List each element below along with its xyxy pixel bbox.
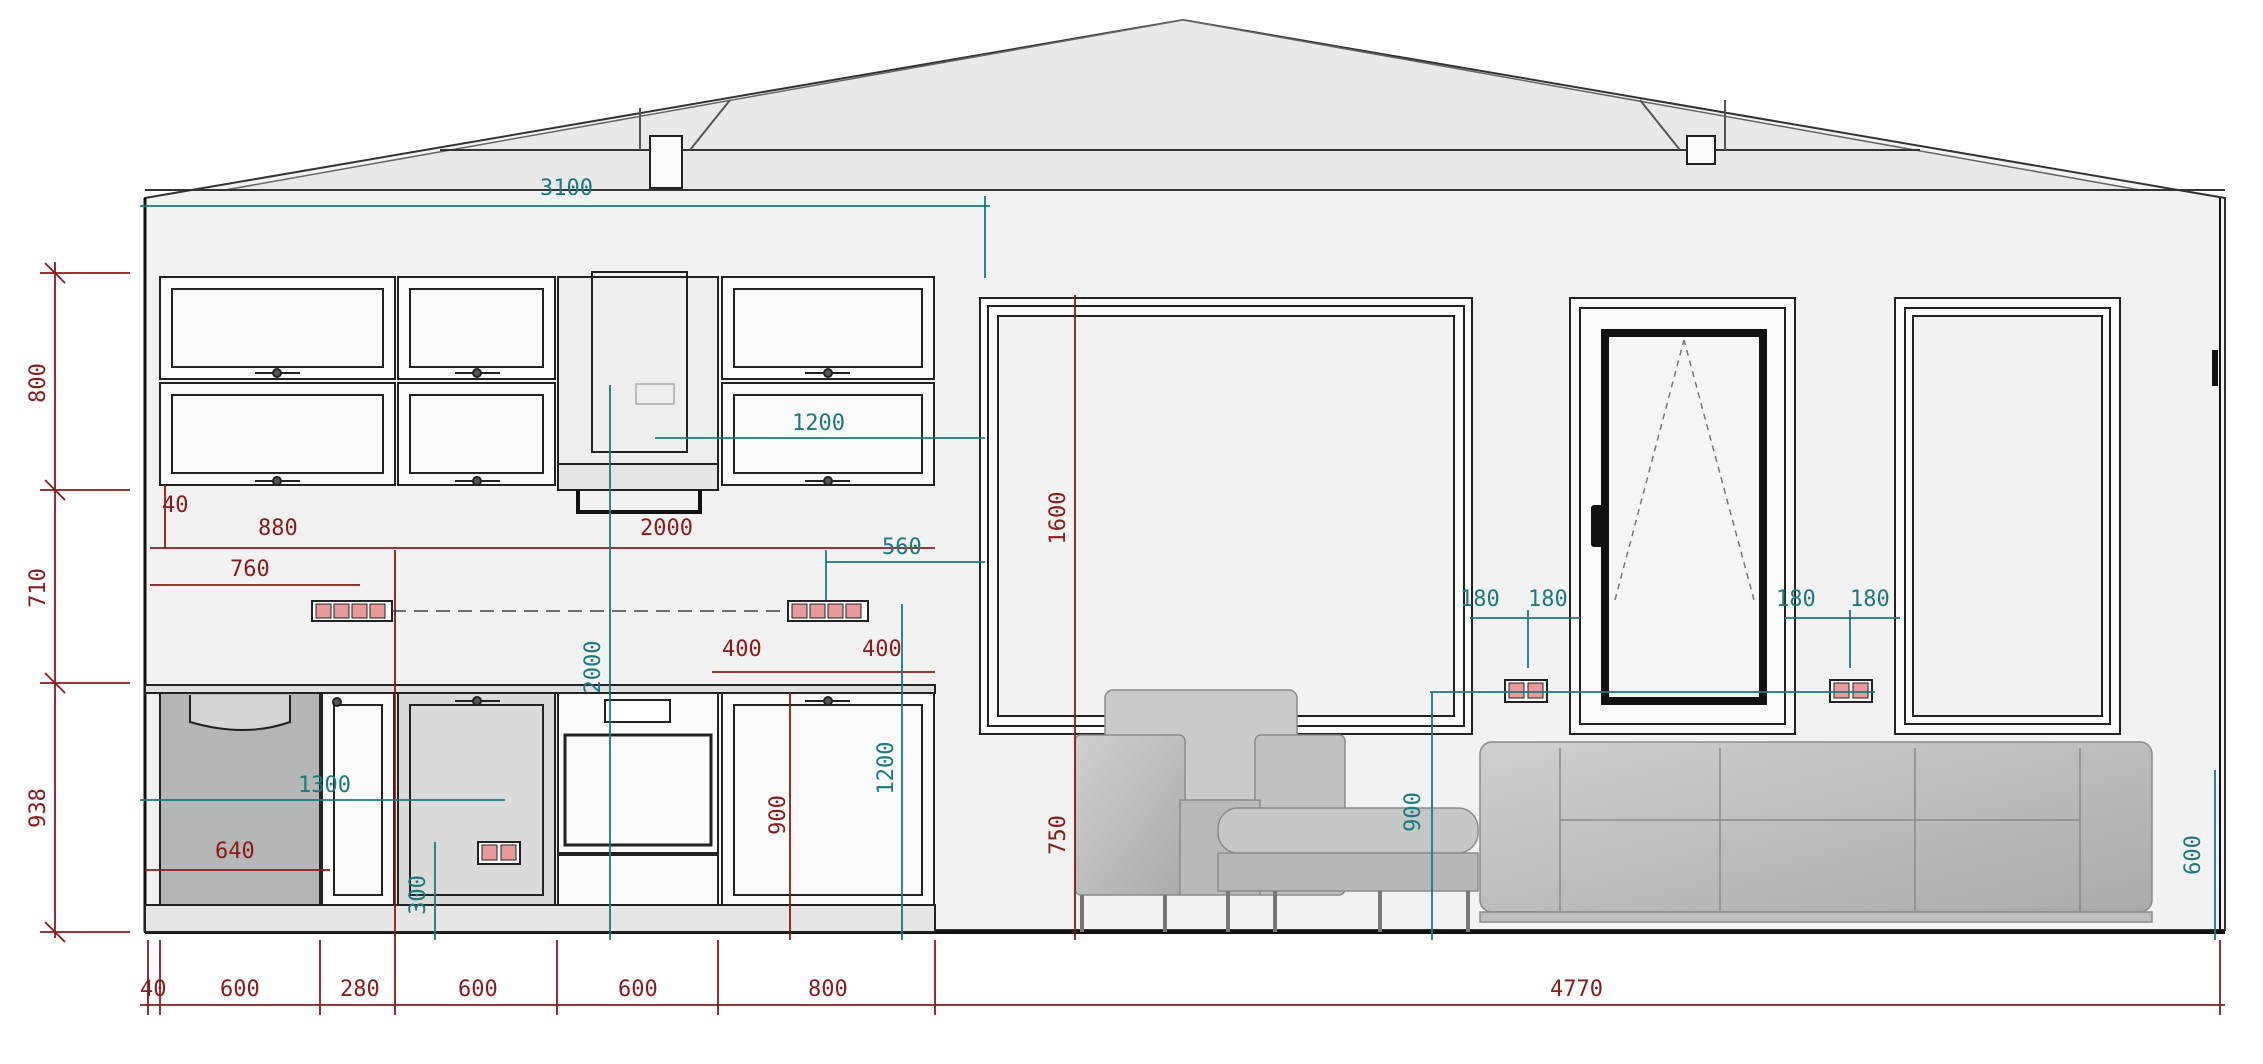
socket-icon	[787, 600, 869, 622]
dim-900-window: 900	[1401, 792, 1426, 832]
cabinet-handle-icon	[332, 696, 850, 707]
dim-1300: 1300	[298, 773, 351, 798]
dim-710: 710	[26, 568, 51, 608]
dim-400-a: 400	[722, 637, 762, 662]
range-hood	[557, 463, 719, 514]
dim-880: 880	[258, 516, 298, 541]
socket-icon	[1504, 679, 1548, 703]
pendant-lamp-icon	[1686, 135, 1716, 165]
dim-3100: 3100	[540, 176, 593, 201]
dimension-lines-red	[40, 262, 2225, 1015]
socket-icon	[311, 600, 393, 622]
dim-800: 800	[26, 363, 51, 403]
dim-1200-vertical: 1200	[874, 742, 899, 795]
dim-600-right: 600	[2181, 835, 2206, 875]
narrow-window	[1894, 297, 2121, 735]
dim-bottom-600-c: 600	[618, 977, 658, 1002]
socket-icon	[635, 383, 675, 405]
ottoman	[1217, 807, 1479, 932]
dim-300: 300	[406, 875, 431, 915]
balcony-door	[1569, 297, 1796, 735]
lower-cabinets	[144, 684, 936, 933]
socket-icon	[477, 841, 521, 865]
door-handle-icon	[2212, 350, 2218, 386]
dim-bottom-600-b: 600	[458, 977, 498, 1002]
dimension-lines-teal	[140, 196, 2216, 940]
dim-2000-vertical: 2000	[581, 641, 606, 694]
dim-180-c: 180	[1776, 587, 1816, 612]
socket-icon	[1829, 679, 1873, 703]
dim-40-upper: 40	[162, 493, 189, 518]
dim-1600: 1600	[1046, 492, 1071, 545]
dim-938: 938	[26, 788, 51, 828]
dim-bottom-40: 40	[140, 977, 167, 1002]
dim-2000-horizontal: 2000	[640, 516, 693, 541]
door-handle-icon	[1591, 505, 1603, 547]
dim-bottom-800: 800	[808, 977, 848, 1002]
dim-1200: 1200	[792, 411, 845, 436]
dim-640: 640	[215, 839, 255, 864]
dim-760: 760	[230, 557, 270, 582]
dim-750: 750	[1046, 815, 1071, 855]
cabinet-handle-icon	[255, 368, 850, 486]
large-window	[979, 297, 1473, 735]
dim-180-d: 180	[1850, 587, 1890, 612]
dim-560: 560	[882, 535, 922, 560]
sofa	[1479, 741, 2153, 923]
dim-180-b: 180	[1528, 587, 1568, 612]
dim-400-b: 400	[862, 637, 902, 662]
upper-cabinets	[159, 271, 935, 486]
dim-bottom-280: 280	[340, 977, 380, 1002]
dim-900-cabinet: 900	[766, 795, 791, 835]
pendant-lamp-icon	[649, 135, 683, 189]
dim-bottom-4770: 4770	[1550, 977, 1603, 1002]
dim-bottom-600-a: 600	[220, 977, 260, 1002]
dim-180-a: 180	[1460, 587, 1500, 612]
